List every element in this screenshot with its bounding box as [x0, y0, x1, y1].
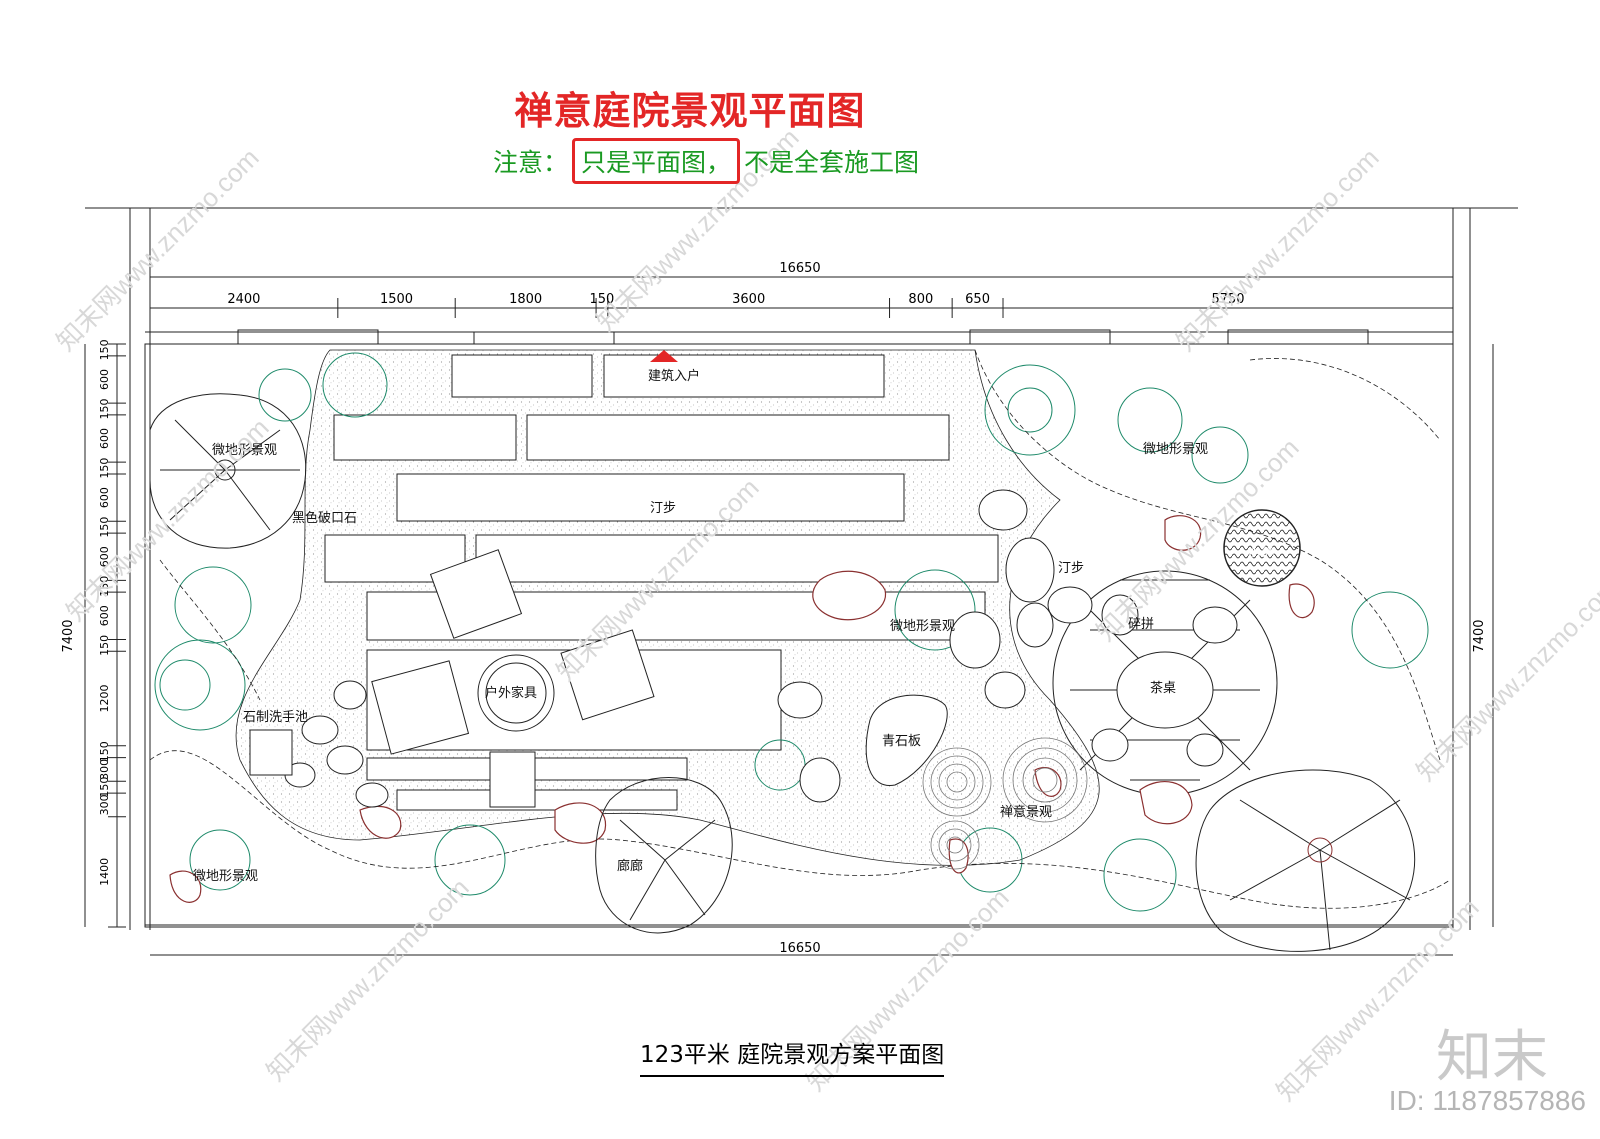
top-dimension-label: 3600: [732, 292, 765, 307]
stepping-slab: [526, 414, 950, 461]
label-black-gravel: 黑色破口石: [292, 510, 357, 526]
label-micro-terrain-mid: 微地形景观: [890, 619, 955, 634]
zen-raked-rings: [922, 737, 1088, 870]
label-zen-landscape: 禅意景观: [1000, 804, 1052, 820]
left-dimension-label: 150: [98, 458, 111, 479]
top-dimension-label: 5750: [1211, 292, 1244, 307]
left-dimension-ticks: 150 600 150 600 150 600 150 600 150 600 150 1200 150…: [98, 339, 126, 928]
label-tea-table: 茶桌: [1150, 680, 1176, 696]
label-bluestone: 青石板: [882, 734, 921, 749]
top-dimension-label: 2400: [227, 292, 260, 307]
left-dimension-label: 150: [98, 517, 111, 538]
top-dimension-label: 150: [590, 292, 615, 307]
label-paving: 碎拼: [1128, 617, 1154, 632]
stepping-slab: [396, 473, 905, 522]
pavilion-tree: [595, 777, 733, 934]
left-dimension-label: 300: [98, 794, 111, 815]
left-dimension-label: 600: [98, 546, 111, 567]
label-pavilion: 廊廊: [617, 858, 643, 874]
stepping-slab: [475, 534, 999, 583]
note-suffix: 不是全套施工图: [744, 148, 920, 177]
left-dimension-label: 600: [98, 487, 111, 508]
left-dimension-label: 150: [98, 339, 111, 360]
overall-height-left: 7400: [61, 619, 76, 652]
stepping-slab: [396, 789, 678, 811]
dimension-lines: [84, 276, 1494, 956]
left-dimension-label: 150: [98, 576, 111, 597]
left-dimension-label: 300: [98, 759, 111, 780]
left-dimension-label: 600: [98, 369, 111, 390]
left-dimension-label: 1200: [98, 685, 111, 713]
label-stone-basin: 石制洗手池: [243, 710, 308, 725]
label-entrance: 建筑入户: [648, 368, 700, 384]
left-dimension-label: 1400: [98, 858, 111, 886]
label-water-bowl: 水钵: [1248, 545, 1274, 560]
nw-tree: [149, 393, 307, 549]
site-boundary: [85, 207, 1518, 930]
brand-logo: 知末: [1436, 1025, 1548, 1090]
left-dimension-label: 150: [98, 635, 111, 656]
page-title: 禅意庭院景观平面图: [514, 89, 866, 133]
left-dimension-label: 600: [98, 605, 111, 626]
stepping-slab: [324, 534, 466, 583]
se-tree: [1195, 769, 1416, 952]
left-dimension-label: 600: [98, 428, 111, 449]
label-stepping-stones-2: 汀步: [1058, 561, 1084, 576]
overall-width-bottom: 16650: [779, 941, 820, 956]
stepping-slab: [603, 354, 885, 398]
grey-stones: [284, 489, 1238, 808]
label-stepping-stones: 汀步: [650, 501, 676, 516]
note-boxed: 只是平面图，: [572, 138, 741, 184]
plant-symbols: [154, 352, 1429, 912]
top-dimension-label: 1800: [509, 292, 542, 307]
left-dimension-label: 150: [98, 741, 111, 762]
label-micro-terrain-sw: 微地形景观: [193, 869, 258, 884]
rock-clusters: [169, 515, 1315, 903]
water-bowl: [1223, 509, 1301, 587]
wall-openings: [237, 329, 1369, 345]
left-dimension-label: 150: [98, 398, 111, 419]
stepping-slab: [451, 354, 593, 398]
top-dimension-label: 650: [965, 292, 990, 307]
flowerbed-contours: [149, 349, 1451, 909]
top-dimension-ticks: 2400 1500 1800 150 3600 800 650 5750: [149, 292, 1454, 318]
overall-width-top: 16650: [779, 261, 820, 276]
left-dimension-label: 150: [98, 777, 111, 798]
stone-basin: [249, 729, 293, 776]
stepping-slab: [333, 414, 517, 461]
label-micro-terrain-ne: 微地形景观: [1143, 442, 1208, 457]
overall-height-right: 7400: [1472, 619, 1487, 652]
plan-title: 123平米 庭院景观方案平面图: [640, 1035, 945, 1077]
outdoor-furniture: [371, 549, 655, 808]
top-dimension-label: 800: [908, 292, 933, 307]
note-prefix: 注意：: [493, 148, 569, 177]
entrance-arrow: [650, 350, 678, 362]
top-dimension-label: 1500: [380, 292, 413, 307]
plan-labels: 建筑入户 微地形景观 黑色破口石 汀步 微地形景观 水钵 汀步 微地形景观 碎拼…: [193, 368, 1274, 884]
label-outdoor-furniture: 户外家具: [485, 685, 537, 701]
note-line: 注意：只是平面图，不是全套施工图: [493, 138, 919, 184]
image-id: ID: 1187857886: [1388, 1085, 1586, 1116]
label-micro-terrain-nw: 微地形景观: [212, 443, 277, 458]
